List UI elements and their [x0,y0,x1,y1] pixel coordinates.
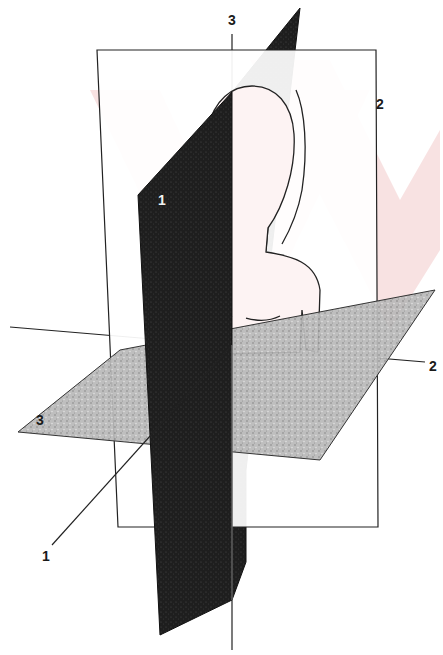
sagittal-plane-front [138,92,232,635]
callout-number: 3 [36,412,44,428]
frontal-plane [97,50,378,527]
callout-number: 1 [158,192,166,208]
axis-line [232,345,233,600]
callout-number: 3 [228,12,236,28]
callout-number: 1 [42,548,50,564]
axis-line [52,345,232,545]
callout-number: 2 [376,96,384,112]
callout-number: 2 [429,358,437,374]
